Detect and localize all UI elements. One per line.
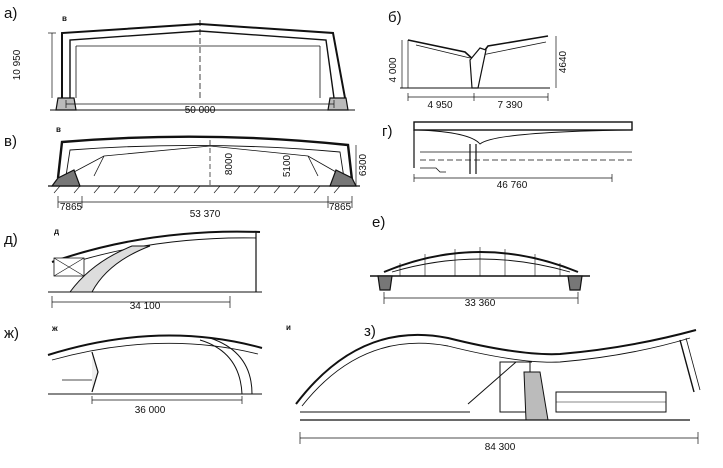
dim-b-height-left: 4 000 [388, 57, 399, 82]
dim-a-span: 50 000 [185, 105, 216, 116]
dim-e-span: 33 360 [465, 298, 496, 309]
frame-a: в 10 950 50 000 [12, 14, 355, 116]
sub-label-z-sub: и [286, 323, 291, 332]
panel-label-e: е) [372, 214, 386, 231]
dim-b-height-right: 4640 [558, 50, 569, 73]
panel-label-v: в) [4, 133, 17, 150]
dim-zh-span: 36 000 [135, 405, 166, 416]
dim-v-h-inner: 5100 [282, 154, 293, 177]
dim-z-span: 84 300 [485, 442, 516, 453]
dim-v-span-main: 53 370 [190, 209, 221, 220]
panel-label-zh: ж) [4, 325, 20, 342]
dim-v-span-left: 7865 [60, 202, 83, 213]
frame-b: 4 950 7 390 4 000 4640 [388, 35, 569, 111]
sub-label-zh: ж [51, 324, 58, 333]
frame-zh: ж 36 000 [47, 324, 263, 416]
panel-label-z: з) [364, 323, 376, 340]
frame-e: 33 360 [370, 247, 590, 309]
dim-b-span-left: 4 950 [427, 100, 452, 111]
dim-d-span: 34 100 [130, 301, 161, 312]
sub-label-a: в [62, 14, 67, 23]
dim-v-h-mid: 8000 [224, 152, 235, 175]
frame-z: и 84 300 [286, 323, 701, 453]
dim-v-span-right: 7865 [329, 202, 352, 213]
panel-label-g: г) [382, 123, 393, 140]
dim-g-span: 46 760 [497, 180, 528, 191]
frame-g: 46 760 [413, 121, 633, 191]
frame-v: в 8000 5100 [48, 125, 369, 220]
dim-a-height: 10 950 [12, 49, 23, 80]
frame-d: д 34 100 [48, 227, 262, 312]
panel-label-d: д) [4, 231, 18, 248]
sub-label-v: в [56, 125, 61, 134]
sub-label-d: д [54, 227, 59, 236]
panel-label-a: а) [4, 5, 18, 22]
dim-v-h-right: 6300 [358, 153, 369, 176]
panel-label-b: б) [388, 9, 402, 26]
dim-b-span-right: 7 390 [497, 100, 522, 111]
